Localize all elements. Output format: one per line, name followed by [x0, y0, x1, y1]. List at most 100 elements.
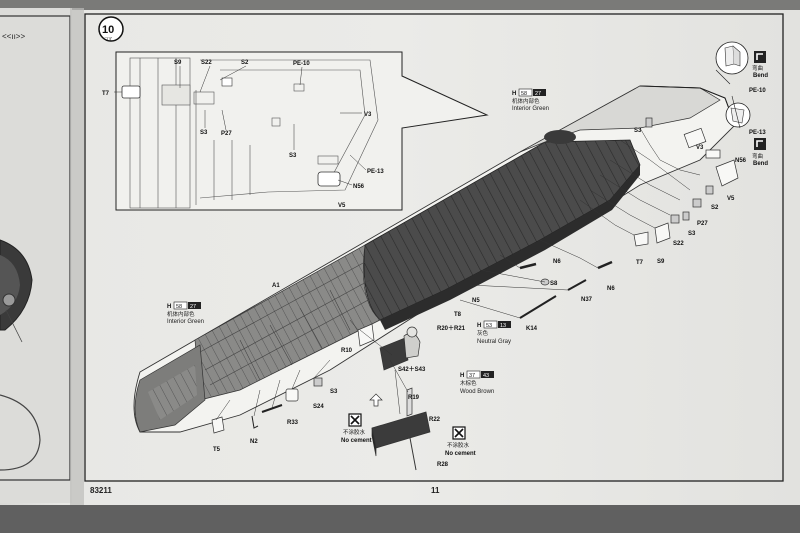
- left-page-fragment: <<ıı>>: [2, 32, 25, 41]
- svg-text:No cement: No cement: [445, 451, 476, 457]
- background-dark-bottom: [0, 505, 800, 533]
- svg-text:Bend: Bend: [753, 161, 768, 167]
- part-labels: A1 S3 V3 N56 S2 V5 P27 S3 S22 S9 T7 N6 N…: [213, 128, 747, 468]
- inset-label-n56: N56: [353, 184, 365, 190]
- label-r28: R28: [437, 462, 449, 468]
- part-n6-shape: [597, 260, 613, 270]
- inset-label-s22: S22: [201, 60, 212, 66]
- fuselage-interior-dark: [363, 139, 641, 321]
- fuselage-interior-shade: [380, 165, 640, 330]
- part-n37-shape: [567, 279, 587, 291]
- product-code: 83211: [90, 486, 112, 495]
- svg-text:H: H: [167, 304, 171, 310]
- svg-text:27: 27: [190, 304, 196, 310]
- svg-text:Bend: Bend: [753, 73, 768, 79]
- inset-label-pe10: PE-10: [293, 61, 310, 67]
- label-a1: A1: [272, 283, 280, 289]
- inset-part-t7: [121, 85, 141, 99]
- inset-label-v3: V3: [364, 112, 372, 118]
- bend-icon-2: [754, 138, 766, 150]
- part-r22-side: [371, 427, 377, 457]
- svg-text:13: 13: [500, 323, 506, 329]
- label-t8: T8: [454, 312, 462, 318]
- svg-text:木棕色: 木棕色: [460, 379, 477, 387]
- part-t5-shape: [211, 416, 225, 434]
- part-r33-shape: [261, 404, 283, 413]
- part-r28-shape: [409, 437, 417, 471]
- label-s8: S8: [550, 281, 558, 287]
- inset-label-t7: T7: [102, 91, 110, 97]
- svg-text:Wood Brown: Wood Brown: [460, 389, 494, 395]
- label-n37: N37: [581, 297, 593, 303]
- part-s22-shape: [670, 214, 680, 224]
- bend-icon-1: [754, 51, 766, 63]
- label-n6a: N6: [607, 286, 615, 292]
- svg-text:不涂胶水: 不涂胶水: [447, 441, 470, 449]
- cockpit-opening: [544, 130, 576, 144]
- svg-text:Neutral Gray: Neutral Gray: [477, 339, 511, 345]
- detail-inset: S9 S22 S2 PE-10 T7 V3 S3 P27 S3 PE-13 N5…: [102, 51, 489, 211]
- label-p27: P27: [697, 221, 708, 227]
- label-s24: S24: [313, 404, 324, 410]
- inset-label-p27: P27: [221, 131, 232, 137]
- label-s2: S2: [711, 205, 719, 211]
- part-p27-shape: [692, 198, 702, 208]
- fuselage-tail-shade: [148, 365, 197, 420]
- svg-text:不涂胶水: 不涂胶水: [343, 428, 366, 436]
- page-number: 11: [431, 486, 440, 495]
- part-t7-shape: [633, 231, 649, 247]
- inset-panel-right: [221, 77, 233, 87]
- left-guide: [5, 309, 23, 343]
- label-r19: R19: [408, 395, 420, 401]
- left-wheel: [0, 394, 41, 471]
- part-s24-shape: [285, 388, 299, 402]
- step-badge: 10 コマ: [98, 16, 124, 42]
- label-s3c: S3: [688, 231, 696, 237]
- svg-text:H: H: [512, 91, 516, 97]
- fuselage-mid-frame: [194, 244, 381, 401]
- svg-text:机体内部色: 机体内部色: [167, 310, 195, 318]
- label-s22: S22: [673, 241, 684, 247]
- part-s42-block: [379, 337, 409, 371]
- gutter-shadow: [70, 8, 84, 505]
- svg-text:机体内部色: 机体内部色: [512, 97, 540, 105]
- part-v5-shape: [715, 159, 739, 187]
- part-s9-shape: [654, 222, 671, 244]
- svg-text:PE-13: PE-13: [749, 130, 766, 136]
- svg-text:弯曲: 弯曲: [752, 152, 763, 160]
- part-s3c-shape: [682, 211, 690, 221]
- label-t5: T5: [213, 447, 221, 453]
- inset-label-s3b: S3: [289, 153, 297, 159]
- svg-text:58: 58: [176, 304, 182, 310]
- label-n6b: N6: [553, 259, 561, 265]
- part-n6b-shape: [519, 262, 537, 270]
- pe-bend-legend: 弯曲 Bend PE-10 PE-13 弯曲 Bend: [715, 41, 768, 167]
- part-s3d-shape: [313, 377, 323, 387]
- label-n56: N56: [735, 158, 747, 164]
- paint-callout-gray: H 53 13 灰色 Neutral Gray: [477, 320, 511, 345]
- no-cement-icon: [350, 415, 360, 425]
- part-k14-shape: [519, 295, 557, 319]
- svg-text:H: H: [460, 373, 464, 379]
- svg-text:37: 37: [469, 373, 475, 379]
- part-r19-shape: [406, 387, 413, 417]
- part-n2-shape: [251, 415, 259, 429]
- part-seat-top: [406, 326, 418, 338]
- no-cement-badge-right: 不涂胶水 No cement: [445, 426, 476, 457]
- label-k14: K14: [526, 326, 538, 332]
- svg-text:58: 58: [521, 91, 527, 97]
- part-s3-shape: [645, 117, 653, 128]
- part-arrow-up: [369, 393, 383, 407]
- step-subtext: コマ: [104, 36, 112, 41]
- label-r22: R22: [429, 417, 441, 423]
- svg-text:27: 27: [535, 91, 541, 97]
- label-r33: R33: [287, 420, 299, 426]
- part-v3-shape: [683, 127, 707, 149]
- left-engine-part: [2, 293, 16, 307]
- step-number: 10: [102, 24, 114, 36]
- label-r20r21: R20＋R21: [437, 325, 466, 332]
- step-frame: [84, 13, 784, 482]
- guide-lines: [215, 127, 701, 421]
- svg-text:H: H: [477, 323, 481, 329]
